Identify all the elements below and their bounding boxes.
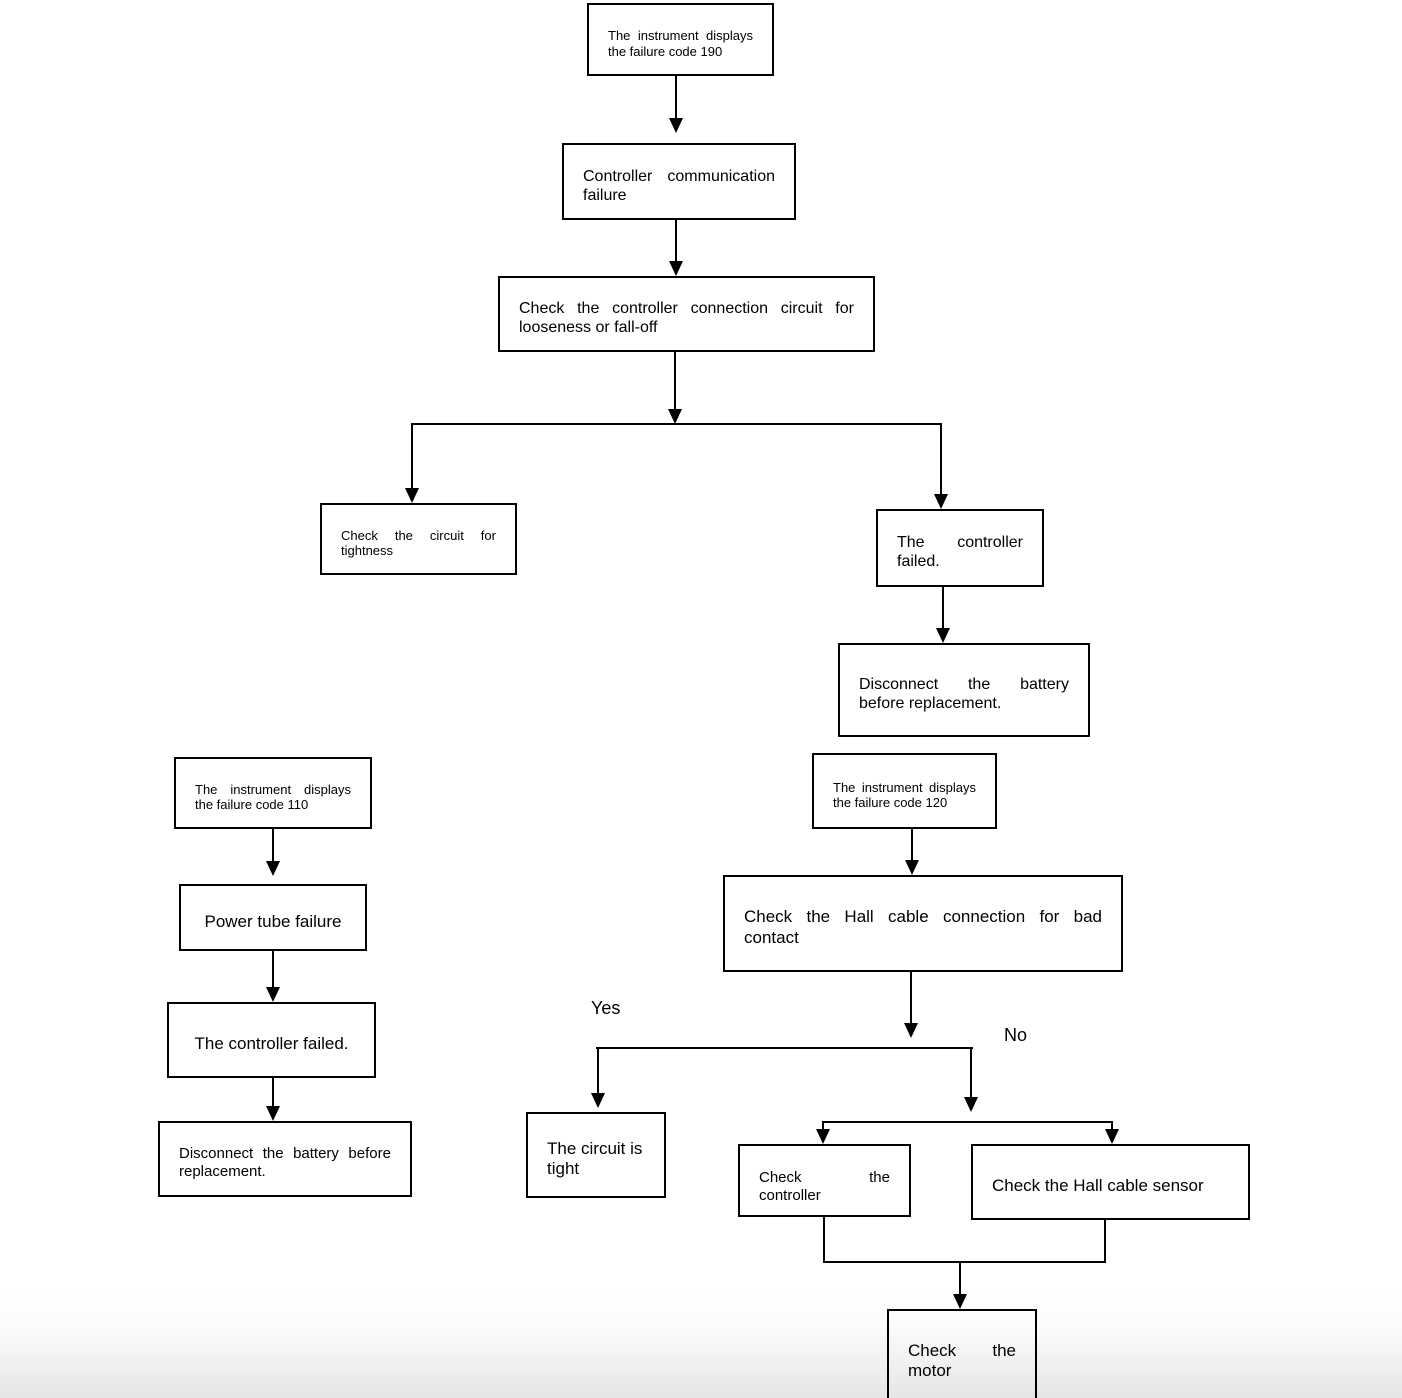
split3-horizontal-line (822, 1121, 1113, 1123)
edge-split-tightness-arrowhead (405, 488, 419, 503)
branch-label-yes: Yes (591, 998, 621, 1018)
edge-split-chkctrl-line (822, 1121, 824, 1131)
edge-merge-motor-arrowhead (953, 1294, 967, 1309)
page-bottom-fade (0, 1290, 1402, 1398)
edge-120-hall-line (911, 829, 913, 861)
edge-190-comm-arrowhead (669, 118, 683, 133)
edge-ctrlfailed-disconnect-arrowhead (936, 628, 950, 643)
edge-check-split-line (674, 352, 676, 410)
edge-ctrlfailed-disconnect-line (942, 587, 944, 629)
merge-horizontal-line (823, 1261, 1106, 1263)
split1-horizontal-line (411, 423, 941, 425)
edge-yes-circuit-arrowhead (591, 1093, 605, 1108)
branch-label-no: No (1004, 1025, 1028, 1045)
edge-check-split-arrowhead (668, 409, 682, 424)
node-check-hall-cable-sensor: Check the Hall cable sensor (971, 1144, 1250, 1220)
edge-120-hall-arrowhead (905, 860, 919, 875)
edge-110-power-arrowhead (266, 861, 280, 876)
edge-ctrlfailed-disconnect-left-arrowhead (266, 1106, 280, 1121)
split2-horizontal-line (596, 1047, 973, 1049)
edge-split-chkctrl-arrowhead (816, 1129, 830, 1144)
edge-110-power-line (272, 829, 274, 862)
edge-comm-check-line (675, 220, 677, 262)
edge-yes-circuit-line (597, 1047, 599, 1094)
edge-hall-split-arrowhead (904, 1023, 918, 1038)
edge-split-hallsensor-line (1111, 1121, 1113, 1131)
edge-split-ctrlfailed-arrowhead (934, 494, 948, 509)
edge-hall-split-line (910, 972, 912, 1024)
edge-ctrlfailed-disconnect-left-line (272, 1078, 274, 1107)
edge-merge-motor-line (959, 1261, 961, 1295)
merge-left-line (823, 1217, 825, 1262)
edge-power-ctrlfailed-arrowhead (266, 987, 280, 1002)
node-power-tube-failure: Power tube failure (179, 884, 367, 951)
edge-no-split-line (970, 1047, 972, 1098)
edge-split-tightness-line (411, 423, 413, 489)
edge-no-split-arrowhead (964, 1097, 978, 1112)
edge-split-hallsensor-arrowhead (1105, 1129, 1119, 1144)
edge-190-comm-line (675, 76, 677, 119)
edge-comm-check-arrowhead (669, 261, 683, 276)
node-controller-failed-left: The controller failed. (167, 1002, 376, 1078)
edge-split-ctrlfailed-line (940, 423, 942, 495)
merge-right-line (1104, 1220, 1106, 1262)
edge-power-ctrlfailed-line (272, 951, 274, 988)
